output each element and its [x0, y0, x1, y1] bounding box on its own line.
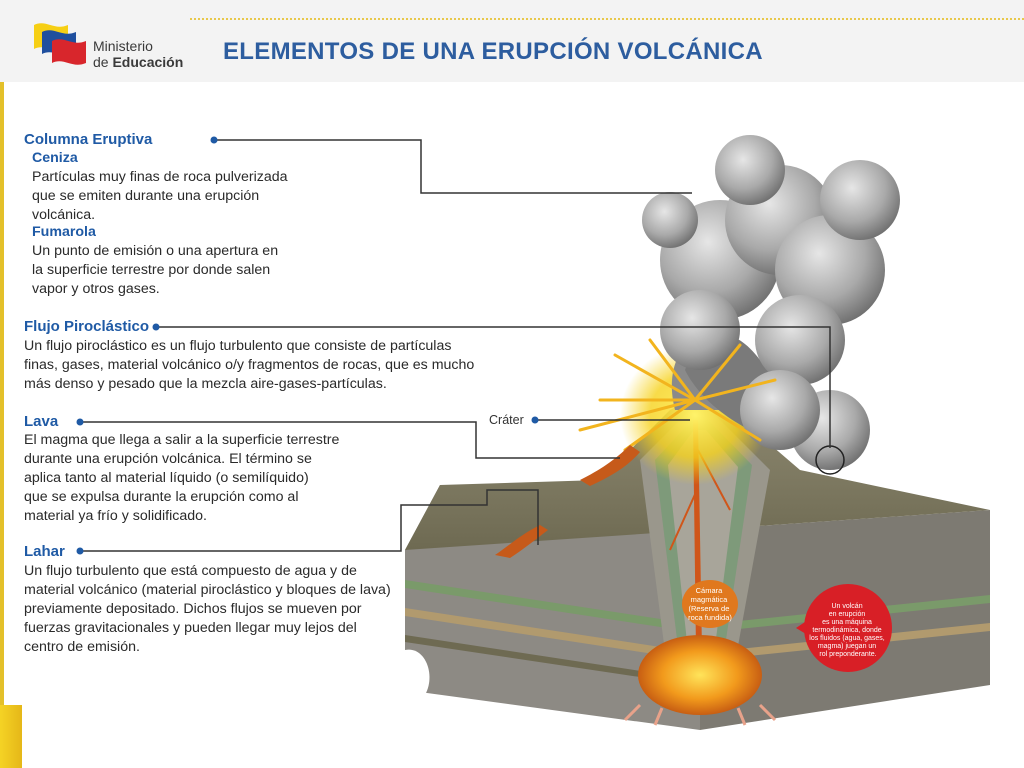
- lava-line: aplica tanto al material líquido (o semi…: [24, 470, 309, 486]
- lava-line: material ya frío y solidificado.: [24, 508, 207, 524]
- lahar-line: centro de emisión.: [24, 639, 140, 655]
- volcano-cross-section-illustration: Cámara magmática (Reserva de roca fundid…: [405, 135, 990, 730]
- flujo-line: más denso y pesado que la mezcla aire-ga…: [24, 376, 387, 392]
- flujo-line: Un flujo piroclástico es un flujo turbul…: [24, 338, 452, 354]
- ceniza-line: que se emiten durante una erupción: [32, 188, 260, 204]
- note-line1: Un volcán: [831, 603, 862, 610]
- ceniza-line: Partículas muy finas de roca pulverizada: [32, 169, 288, 185]
- note-line3: es una máquina: [822, 619, 872, 626]
- lahar-line: previamente depositado. Dichos flujos se…: [24, 601, 362, 617]
- ceniza-description: Partículas muy finas de roca pulverizada…: [32, 168, 288, 225]
- lava-line: que se expulsa durante la erupción como …: [24, 489, 299, 505]
- header-dotted-line: [190, 18, 1024, 20]
- svg-text:Un volcán en erupción: Un volcán en erupción es una máquina ter…: [809, 603, 886, 658]
- flujo-line: finas, gases, material volcánico o/y fra…: [24, 357, 475, 373]
- fumarola-description: Un punto de emisión o una apertura en la…: [32, 242, 278, 299]
- camara-label-line2: magmática: [691, 595, 729, 604]
- note-line7: rol preponderante.: [819, 651, 876, 658]
- fumarola-line: Un punto de emisión o una apertura en: [32, 243, 279, 259]
- logo-text-ministerio: Ministerio: [93, 38, 153, 54]
- ceniza-line: volcánica.: [32, 207, 96, 223]
- ministry-flag-logo-icon: [34, 23, 86, 65]
- logo-text-bold: Educación: [112, 54, 184, 70]
- note-line5: los fluidos (agua, gases,: [809, 635, 885, 642]
- heading-flujo-piroclastico: Flujo Piroclástico: [24, 318, 150, 335]
- lahar-line: Un flujo turbulento que está compuesto d…: [24, 563, 357, 579]
- logo-text-prefix: de: [93, 54, 113, 70]
- subheading-ceniza: Ceniza: [32, 150, 78, 166]
- subheading-fumarola: Fumarola: [32, 224, 96, 240]
- note-line2: en erupción: [829, 611, 866, 618]
- crater-label: Cráter: [489, 413, 524, 427]
- heading-lava: Lava: [24, 413, 59, 430]
- lahar-description: Un flujo turbulento que está compuesto d…: [24, 562, 391, 657]
- lahar-line: material volcánico (material piroclástic…: [24, 582, 391, 598]
- logo-text-educacion: de Educación: [93, 54, 183, 70]
- header-band: [0, 0, 1024, 82]
- note-line6: magma) juegan un: [818, 643, 876, 650]
- camara-label-line3: (Reserva de: [689, 604, 730, 613]
- lava-line: El magma que llega a salir a la superfic…: [24, 432, 340, 448]
- fumarola-line: vapor y otros gases.: [32, 281, 160, 297]
- slide-title: ELEMENTOS DE UNA ERUPCIÓN VOLCÁNICA: [223, 38, 763, 65]
- camara-label-line4: roca fundida): [688, 613, 732, 622]
- svg-text:Cámara magmática (Rese: Cámara magmática (Reserva de roca fundid…: [688, 586, 732, 622]
- lava-description: El magma que llega a salir a la superfic…: [24, 431, 339, 526]
- flujo-description: Un flujo piroclástico es un flujo turbul…: [24, 337, 474, 394]
- lava-line: durante una erupción volcánica. El térmi…: [24, 451, 312, 467]
- lahar-line: fuerzas gravitacionales y pueden llegar …: [24, 620, 357, 636]
- heading-lahar: Lahar: [24, 543, 65, 560]
- bottom-accent-bar: [0, 705, 22, 768]
- heading-columna-eruptiva: Columna Eruptiva: [24, 131, 153, 148]
- fumarola-line: la superficie terrestre por donde salen: [32, 262, 271, 278]
- camara-label-line1: Cámara: [696, 586, 724, 595]
- left-accent-bar: [0, 82, 4, 768]
- note-line4: termodinámica, donde: [812, 627, 881, 634]
